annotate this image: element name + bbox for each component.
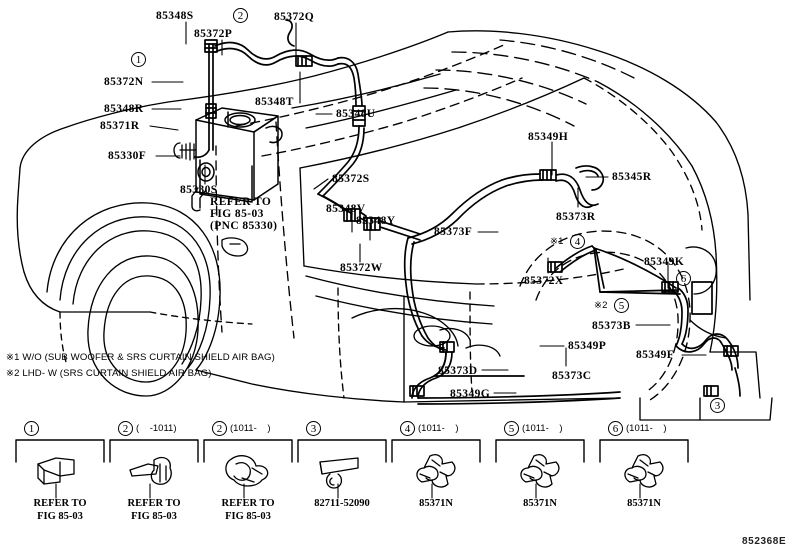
legend-bracket-5 [391,439,481,463]
legend-range-6: (1011- ) [522,423,563,434]
legend-range-7: (1011- ) [626,423,667,434]
part-callout-85371R: 85371R [100,120,140,132]
leader-line-85372S [313,178,329,190]
part-callout-85349H: 85349H [528,131,569,143]
legend-icon-clip-star [624,454,664,488]
legend-number-1: 1 [24,421,39,436]
legend-code-2: REFER TO FIG 85-03 [127,498,181,522]
legend-icon-clip-knot [225,455,269,487]
part-callout-85349P: 85349P [568,340,607,352]
part-callout-85330F: 85330F [108,150,147,162]
part-callout-85348T: 85348T [255,96,294,108]
circled-item-5: 5 [614,298,629,313]
legend-icon-clamp-t [319,457,359,489]
legend-bracket-1 [15,439,105,463]
part-callout-85348R: 85348R [104,103,144,115]
circled-item-6: 6 [676,271,691,286]
part-callout-85345R: 85345R [612,171,652,183]
part-callout-85373C: 85373C [552,370,592,382]
legend-icon-clip-plain [37,457,75,485]
footnote-1: ※1 W/O (SUB WOOFER & SRS CURTAIN SHIELD … [6,352,275,363]
legend-code-1: REFER TO FIG 85-03 [33,498,87,522]
legend-bracket-7 [599,439,689,463]
legend-bracket-6 [495,439,585,463]
legend-code-3: REFER TO FIG 85-03 [221,498,275,522]
part-callout-85372W: 85372W [340,262,383,274]
part-callout-85373B: 85373B [592,320,631,332]
legend-icon-clip-star [520,454,560,488]
part-callout-85373F: 85373F [434,226,473,238]
part-callout-85348U: 85348U [336,108,376,120]
legend-bracket-2 [109,439,199,463]
circled-item-4: 4 [570,234,585,249]
legend-number-4: 3 [306,421,321,436]
circle-prefix-4: ※1 [550,236,564,247]
legend-code-5: 85371N [419,498,453,509]
document-id: 852368E [742,536,787,547]
part-callout-85330S: 85330S [180,184,218,196]
part-callout-85372Q: 85372Q [274,11,315,23]
legend-code-6: 85371N [523,498,557,509]
part-callout-85348V: 85348V [326,203,366,215]
legend-icon-clip-star [416,454,456,488]
footnote-2: ※2 LHD- W (SRS CURTAIN SHIELD AIR BAG) [6,368,212,379]
legend-code-4: 82711-52090 [314,498,370,509]
legend-range-3: (1011- ) [230,423,271,434]
refer-to-fig-85-03-note: REFER TO FIG 85-03 (PNC 85330) [210,196,278,233]
part-callout-85349F: 85349F [636,349,675,361]
legend-bracket-4 [297,439,387,463]
circled-item-3: 3 [710,398,725,413]
leader-line-85371R [149,125,179,131]
circled-item-2: 2 [233,8,248,23]
circled-item-1: 1 [131,52,146,67]
part-callout-85348Y: 85348Y [356,215,396,227]
legend-number-3: 2 [212,421,227,436]
part-callout-85372N: 85372N [104,76,144,88]
legend-number-2: 2 [118,421,133,436]
part-callout-85348S: 85348S [156,10,194,22]
part-callout-85349G: 85349G [450,388,491,400]
part-callout-85372P: 85372P [194,28,233,40]
legend-number-6: 5 [504,421,519,436]
legend-bracket-3 [203,439,293,463]
part-callout-85349K: 85349K [644,256,685,268]
part-callout-85372S: 85372S [332,173,370,185]
legend-range-5: (1011- ) [418,423,459,434]
legend-number-7: 6 [608,421,623,436]
part-callout-85373R: 85373R [556,211,596,223]
part-callout-85372X: 85372X [524,275,564,287]
part-callout-85373D: 85373D [438,365,478,377]
legend-number-5: 4 [400,421,415,436]
legend-range-2: ( -1011) [136,423,177,434]
legend-icon-clip-wing [129,456,172,485]
legend-code-7: 85371N [627,498,661,509]
circle-prefix-5: ※2 [594,300,608,311]
